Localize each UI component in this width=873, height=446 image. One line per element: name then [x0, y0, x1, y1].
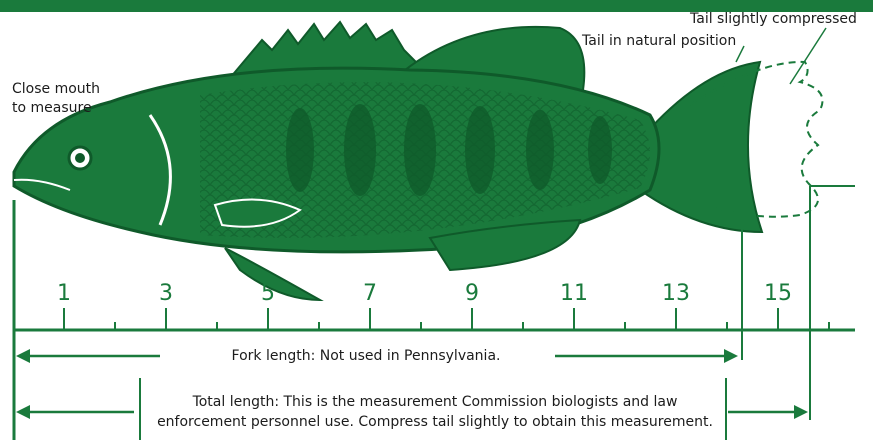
ruler-ticks	[64, 308, 829, 330]
fork-arrow-left-head	[16, 349, 30, 363]
total-arrow-left-head	[16, 405, 30, 419]
leader-line-compressed	[790, 28, 826, 84]
ruler-number: 7	[363, 281, 377, 306]
total-length-line-2: enforcement personnel use. Compress tail…	[152, 412, 718, 432]
leader-line-natural	[736, 46, 744, 62]
close-mouth-line-2: to measure	[12, 99, 100, 118]
ruler-number: 9	[465, 281, 479, 306]
fork-length-label: Fork length: Not used in Pennsylvania.	[180, 346, 552, 366]
ruler-numbers: 13579111315	[57, 281, 792, 306]
close-mouth-line-1: Close mouth	[12, 80, 100, 99]
total-length-line-1: Total length: This is the measurement Co…	[152, 392, 718, 412]
total-length-label: Total length: This is the measurement Co…	[146, 392, 724, 432]
ruler-number: 15	[764, 281, 792, 306]
fork-arrow-right-head	[724, 349, 738, 363]
ruler-number: 3	[159, 281, 173, 306]
tail-natural-label: Tail in natural position	[582, 32, 736, 51]
ruler-number: 11	[560, 281, 588, 306]
ruler-number: 1	[57, 281, 71, 306]
tail-compressed-label: Tail slightly compressed	[690, 10, 857, 29]
close-mouth-label: Close mouth to measure	[12, 80, 100, 118]
ruler-number: 13	[662, 281, 690, 306]
ruler-number: 5	[261, 281, 275, 306]
total-arrow-right-head	[794, 405, 808, 419]
